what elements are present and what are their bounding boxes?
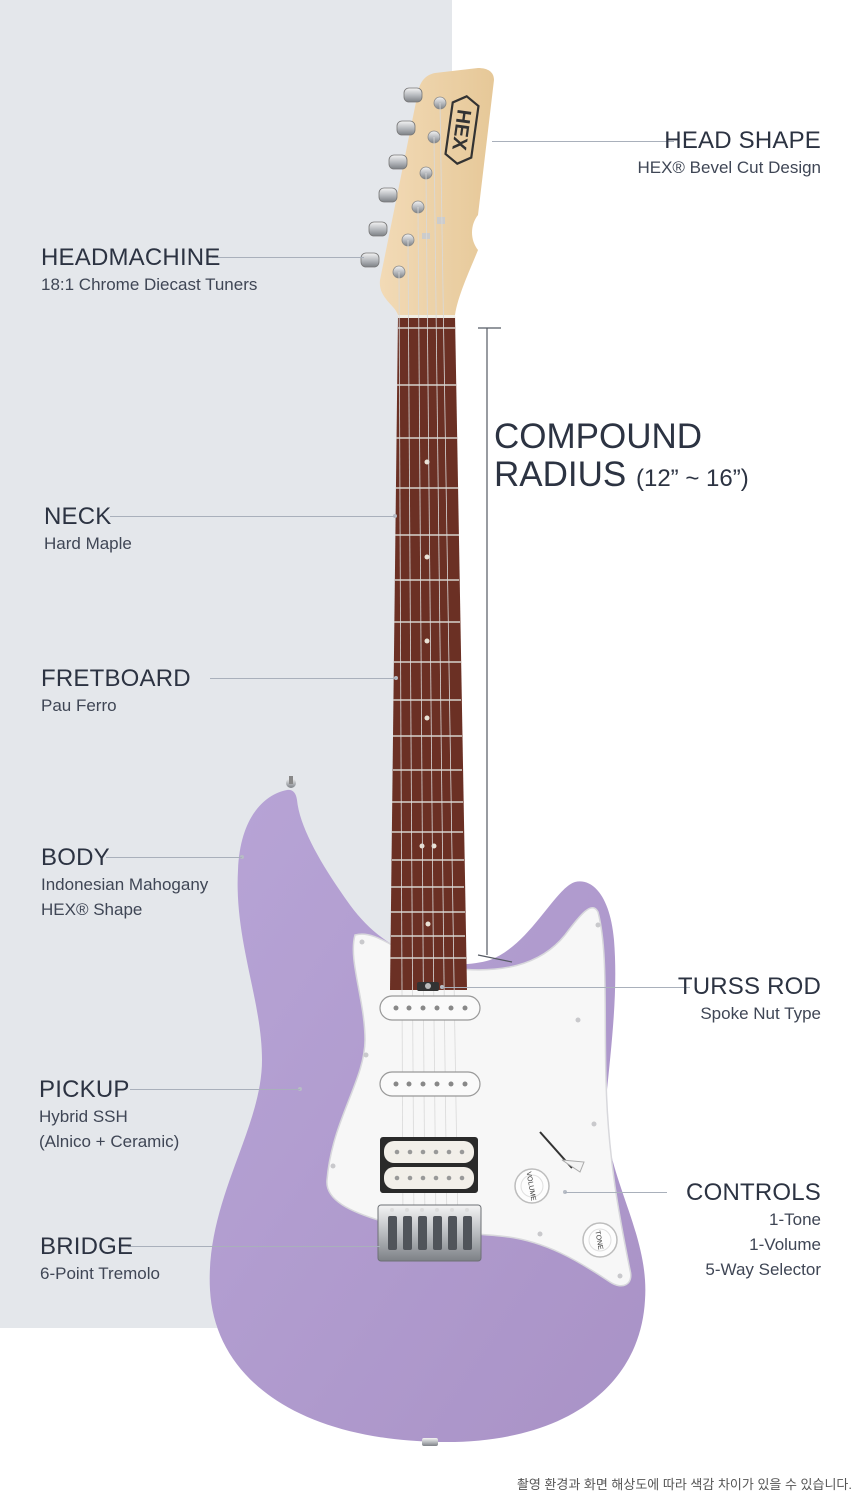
spec-detail: 6-Point Tremolo bbox=[40, 1264, 160, 1283]
compound-radius-range: (12” ~ 16”) bbox=[635, 465, 749, 492]
spec-neck: NECK Hard Maple bbox=[44, 503, 132, 556]
spec-title: HEAD SHAPE bbox=[664, 127, 821, 154]
color-disclaimer: 촬영 환경과 화면 해상도에 따라 색감 차이가 있을 수 있습니다. bbox=[516, 1477, 852, 1492]
spec-detail: HEX® Bevel Cut Design bbox=[637, 158, 821, 177]
spec-detail: Hard Maple bbox=[44, 534, 132, 553]
leader-head-shape bbox=[492, 141, 674, 142]
spec-detail: (Alnico + Ceramic) bbox=[39, 1132, 180, 1151]
spec-truss-rod: TURSS ROD Spoke Nut Type bbox=[678, 973, 821, 1026]
spec-title: BRIDGE bbox=[40, 1233, 134, 1260]
spec-detail: 5-Way Selector bbox=[705, 1260, 821, 1279]
spec-detail: 18:1 Chrome Diecast Tuners bbox=[41, 275, 258, 294]
compound-radius-callout: COMPOUND RADIUS (12” ~ 16”) bbox=[494, 418, 749, 498]
spec-detail: Hybrid SSH bbox=[39, 1107, 128, 1126]
leader-body bbox=[106, 857, 242, 858]
leader-pickup bbox=[130, 1089, 300, 1090]
spec-title: PICKUP bbox=[39, 1076, 130, 1103]
spec-pickup: PICKUP Hybrid SSH (Alnico + Ceramic) bbox=[39, 1076, 179, 1154]
spec-title: HEADMACHINE bbox=[41, 244, 221, 271]
spec-title: CONTROLS bbox=[686, 1179, 821, 1206]
spec-headmachine: HEADMACHINE 18:1 Chrome Diecast Tuners bbox=[41, 244, 257, 297]
spec-title: BODY bbox=[41, 844, 110, 871]
leader-neck bbox=[110, 516, 395, 517]
spec-title: FRETBOARD bbox=[41, 665, 191, 692]
spec-detail: HEX® Shape bbox=[41, 900, 143, 919]
spec-title: NECK bbox=[44, 503, 112, 530]
spec-detail: Pau Ferro bbox=[41, 696, 117, 715]
spec-fretboard: FRETBOARD Pau Ferro bbox=[41, 665, 191, 718]
leader-bridge bbox=[128, 1246, 380, 1247]
compound-radius-word: RADIUS bbox=[494, 455, 627, 494]
spec-detail: Spoke Nut Type bbox=[700, 1004, 821, 1023]
spec-title: TURSS ROD bbox=[677, 973, 821, 1000]
compound-radius-line1: COMPOUND bbox=[494, 417, 703, 456]
spec-controls: CONTROLS 1-Tone 1-Volume 5-Way Selector bbox=[686, 1179, 821, 1282]
spec-bridge: BRIDGE 6-Point Tremolo bbox=[40, 1233, 160, 1286]
spec-detail: 1-Tone bbox=[769, 1210, 821, 1229]
leader-fretboard bbox=[210, 678, 396, 679]
leader-truss-rod bbox=[442, 987, 690, 988]
spec-head-shape: HEAD SHAPE HEX® Bevel Cut Design bbox=[637, 127, 821, 180]
spec-detail: 1-Volume bbox=[749, 1235, 821, 1254]
spec-body: BODY Indonesian Mahogany HEX® Shape bbox=[41, 844, 208, 922]
leader-headmachine bbox=[212, 257, 364, 258]
tone-knob-label: TONE bbox=[593, 1230, 603, 1251]
leader-controls bbox=[565, 1192, 667, 1193]
compound-radius-line2: RADIUS (12” ~ 16”) bbox=[494, 456, 749, 498]
spec-detail: Indonesian Mahogany bbox=[41, 875, 209, 894]
